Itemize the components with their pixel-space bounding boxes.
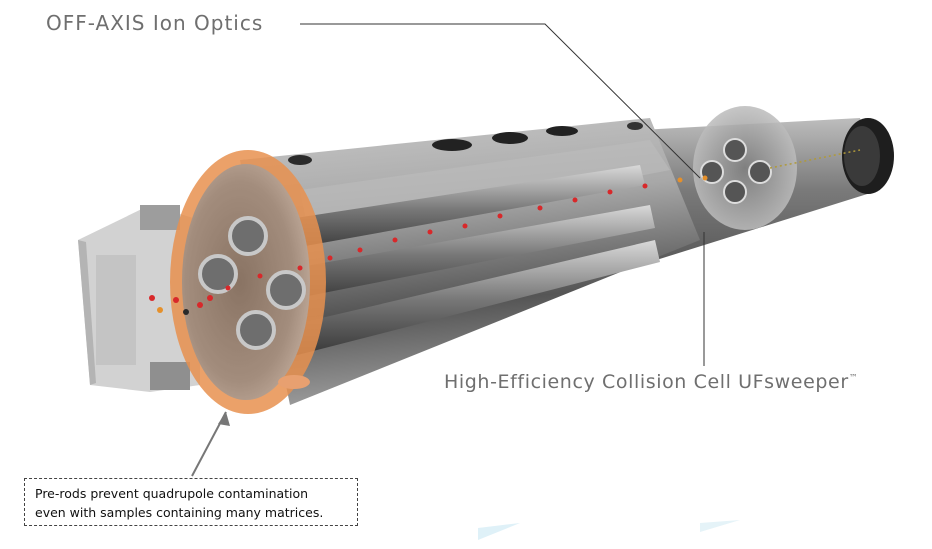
trademark-mark: ™	[848, 373, 859, 384]
collision-cell	[693, 106, 861, 230]
ion-trajectory	[149, 175, 708, 315]
quadrupole-body	[240, 118, 700, 405]
pre-rod-callout-box: Pre-rods prevent quadrupole contaminatio…	[24, 478, 358, 526]
callout-line-1: Pre-rods prevent quadrupole contaminatio…	[35, 486, 309, 501]
off-axis-leader-line	[300, 23, 701, 179]
entrance-flange-block	[78, 205, 200, 392]
callout-line-2: even with samples containing many matric…	[35, 505, 324, 520]
off-axis-label: OFF-AXIS Ion Optics	[46, 11, 264, 35]
collision-cell-label: High-Efficiency Collision Cell UFsweeper…	[444, 371, 858, 393]
pre-rod-entrance	[170, 150, 326, 414]
callout-arrowhead	[218, 412, 230, 426]
collision-cell-label-text: High-Efficiency Collision Cell UFsweeper	[444, 371, 849, 393]
